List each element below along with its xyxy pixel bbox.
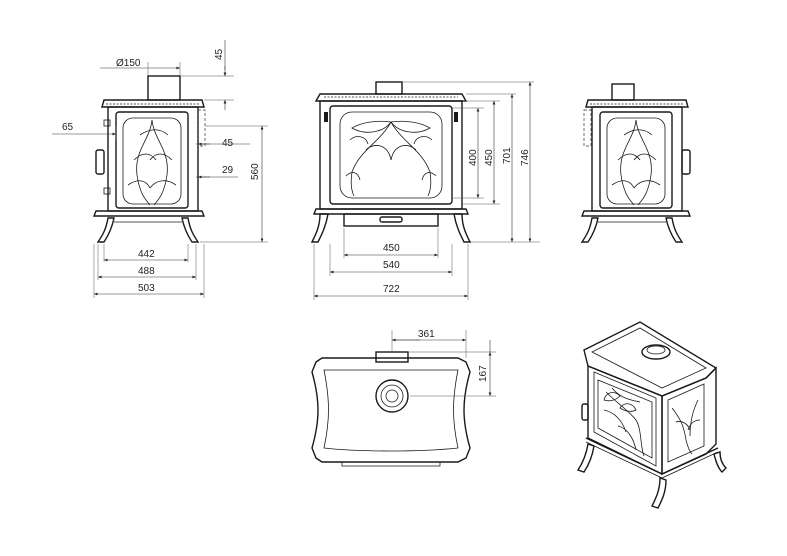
side-view-right (580, 83, 692, 243)
top-view: 361 167 (311, 329, 496, 467)
dim-height-flue-center: 560 (250, 163, 261, 180)
front-view: 400 450 701 746 450 540 722 (310, 81, 540, 300)
dim-depth-3: 503 (138, 283, 155, 294)
dim-rear-offset: 45 (222, 138, 234, 149)
dim-glass-height: 400 (468, 149, 479, 166)
dim-inner-width: 450 (383, 243, 400, 254)
dim-total-width: 722 (383, 284, 400, 295)
dim-total-height: 746 (520, 149, 531, 166)
side-view-left: Ø150 45 65 45 29 560 442 488 (52, 40, 268, 298)
dim-flue-depth-offset: 167 (478, 365, 489, 382)
dim-side-offset: 65 (62, 122, 74, 133)
dim-flue-top-offset: 45 (214, 48, 225, 60)
dim-flue-diameter: Ø150 (116, 58, 141, 69)
dim-body-height: 701 (502, 147, 513, 164)
dim-depth-2: 488 (138, 266, 155, 277)
dim-door-width: 540 (383, 260, 400, 271)
dim-flue-offset: 361 (418, 329, 435, 340)
dim-depth-1: 442 (138, 249, 155, 260)
dim-door-height: 450 (484, 149, 495, 166)
dim-rear-low-offset: 29 (222, 165, 234, 176)
isometric-view (576, 321, 727, 509)
